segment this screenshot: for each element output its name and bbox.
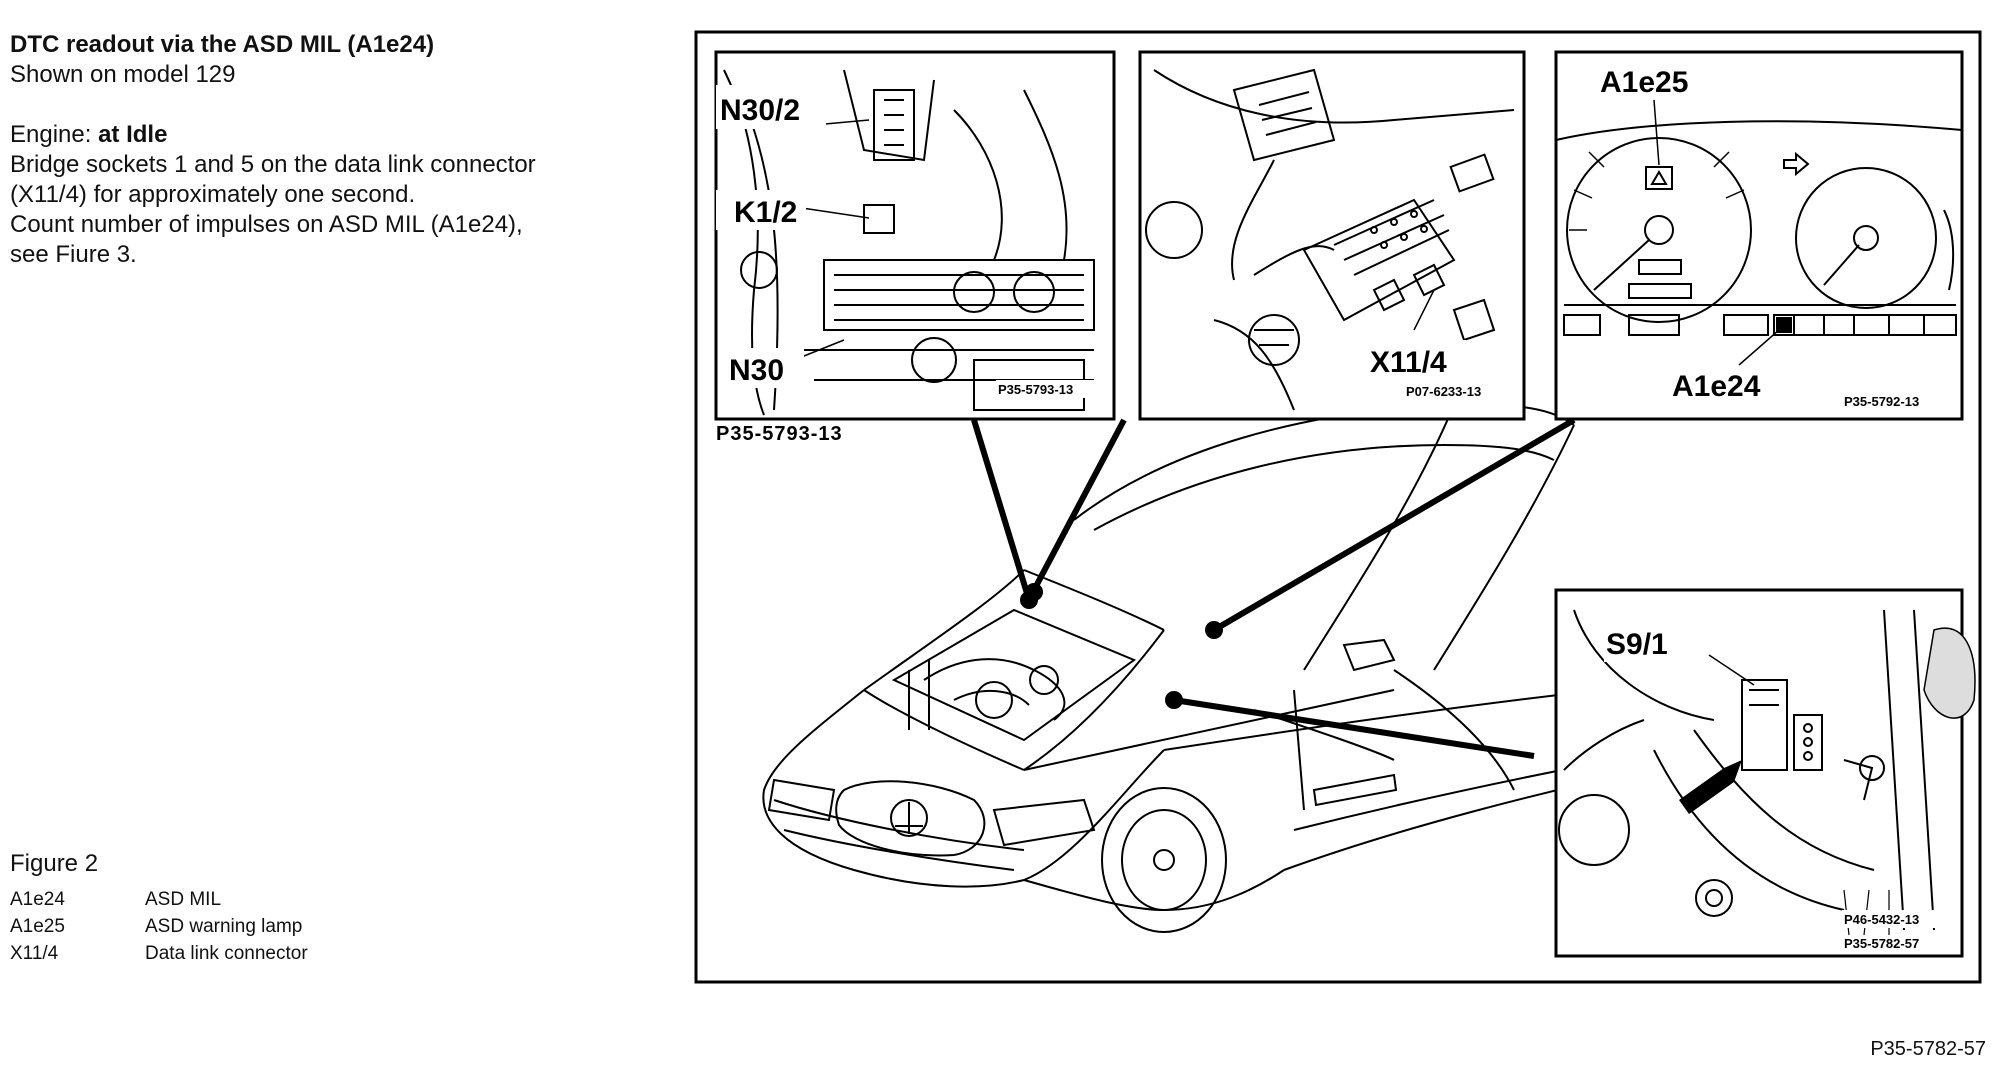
engine-label: Engine:: [10, 121, 92, 148]
legend-desc: ASD warning lamp: [145, 916, 303, 937]
ref-frame-inner: P35-5782-57: [1844, 936, 1919, 951]
legend-desc: ASD MIL: [145, 889, 222, 910]
instruction-text: DTC readout via the ASD MIL (A1e24) Show…: [10, 30, 670, 270]
legend-row: A1e24 ASD MIL: [10, 886, 308, 913]
figure-title: Figure 2: [10, 850, 99, 877]
ref-engine-inner: P35-5793-13: [998, 382, 1073, 397]
engine-state: at Idle: [98, 121, 168, 148]
ref-switch: P46-5432-13: [1844, 912, 1919, 927]
inset-cluster: A1e25 A1e24 P35-5792-13: [1554, 50, 1964, 421]
inset-connector: X11/4 P07-6233-13: [1138, 50, 1526, 421]
ref-engine-outer: P35-5793-13: [716, 423, 843, 445]
label-n30-2: N30/2: [720, 94, 800, 127]
legend-desc: Data link connector: [145, 943, 308, 964]
car-illustration: [762, 403, 1695, 933]
legend-code: A1e24: [10, 889, 65, 910]
instruction-line: Bridge sockets 1 and 5 on the data link …: [10, 151, 536, 178]
legend-row: X11/4 Data link connector: [10, 940, 308, 967]
legend-table: A1e24 ASD MIL A1e25 ASD warning lamp X11…: [10, 886, 308, 967]
label-k1-2: K1/2: [734, 196, 797, 229]
ref-connector: P07-6233-13: [1406, 384, 1481, 399]
page-subtitle: Shown on model 129: [10, 61, 236, 88]
figure-legend: Figure 2 A1e24 ASD MIL A1e25 ASD warning…: [10, 850, 308, 967]
page-title: DTC readout via the ASD MIL (A1e24): [10, 31, 435, 58]
label-n30: N30: [729, 354, 784, 387]
inset-engine: N30/2 K1/2 N30 P35-5793-13 P35-5793-13: [714, 50, 1116, 445]
legend-row: A1e25 ASD warning lamp: [10, 913, 308, 940]
label-a1e25: A1e25: [1600, 66, 1688, 99]
vehicle-diagram: N30/2 K1/2 N30 P35-5793-13 P35-5793-13: [694, 30, 1982, 984]
label-s9-1: S9/1: [1606, 628, 1668, 661]
ref-cluster: P35-5792-13: [1844, 394, 1919, 409]
legend-code: X11/4: [10, 943, 59, 964]
instruction-line: see Fiure 3.: [10, 241, 137, 268]
page-reference: P35-5782-57: [1870, 1038, 1986, 1060]
callout-lines: [971, 417, 1576, 759]
inset-switch: S9/1 P46-5432-13 P35-5782-57: [1554, 588, 1976, 958]
engine-condition: Engine: at Idle: [10, 120, 670, 150]
instruction-line: Count number of impulses on ASD MIL (A1e…: [10, 211, 523, 238]
label-x11-4: X11/4: [1370, 346, 1447, 379]
label-a1e24: A1e24: [1672, 370, 1761, 403]
instruction-line: (X11/4) for approximately one second.: [10, 181, 416, 208]
legend-code: A1e25: [10, 916, 65, 937]
